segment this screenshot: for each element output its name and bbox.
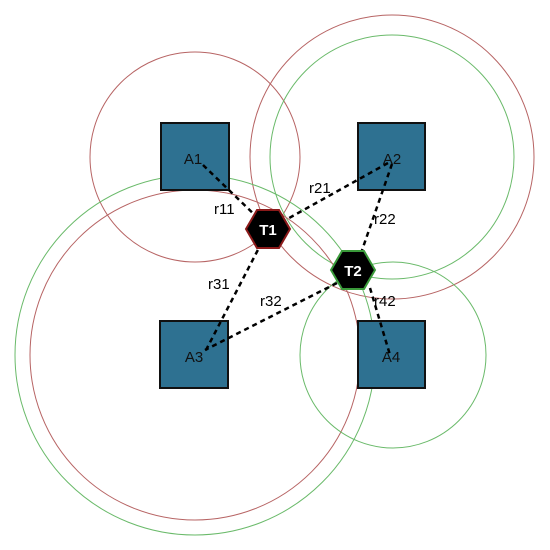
label-r42: r42 [374, 293, 396, 310]
tag-t1-label: T1 [259, 222, 277, 239]
distance-links [202, 161, 394, 356]
tag-t2-label: T2 [344, 263, 362, 280]
distance-labels: r11 r21 r31 r22 r32 r42 [208, 180, 396, 310]
anchor-a4-label: A4 [382, 349, 400, 366]
tag-t1-hexagon [244, 209, 292, 249]
range-circle-a2-t2 [269, 34, 515, 280]
link-r21 [281, 161, 389, 224]
anchor-a4-box [357, 320, 426, 389]
anchor-a1-label: A1 [184, 151, 202, 168]
link-r32 [204, 281, 338, 352]
label-r21: r21 [309, 180, 331, 197]
label-r22: r22 [374, 211, 396, 228]
link-r31 [203, 241, 264, 353]
range-circle-a4-t2 [299, 261, 487, 449]
link-r22 [358, 163, 394, 257]
range-circles [14, 14, 535, 536]
anchors: A1 A2 A3 A4 [159, 122, 426, 389]
label-r32: r32 [260, 293, 282, 310]
tag-t2-hexagon [329, 250, 377, 290]
anchor-a3-label: A3 [185, 349, 203, 366]
label-r31: r31 [208, 276, 230, 293]
range-circle-a1-t1 [89, 51, 301, 263]
label-r11: r11 [214, 201, 235, 218]
link-r11 [202, 164, 261, 221]
link-r42 [368, 287, 392, 356]
anchor-a2-box [357, 122, 426, 191]
tags: T1 T2 [244, 209, 377, 290]
range-circle-a2-t1 [249, 14, 535, 300]
